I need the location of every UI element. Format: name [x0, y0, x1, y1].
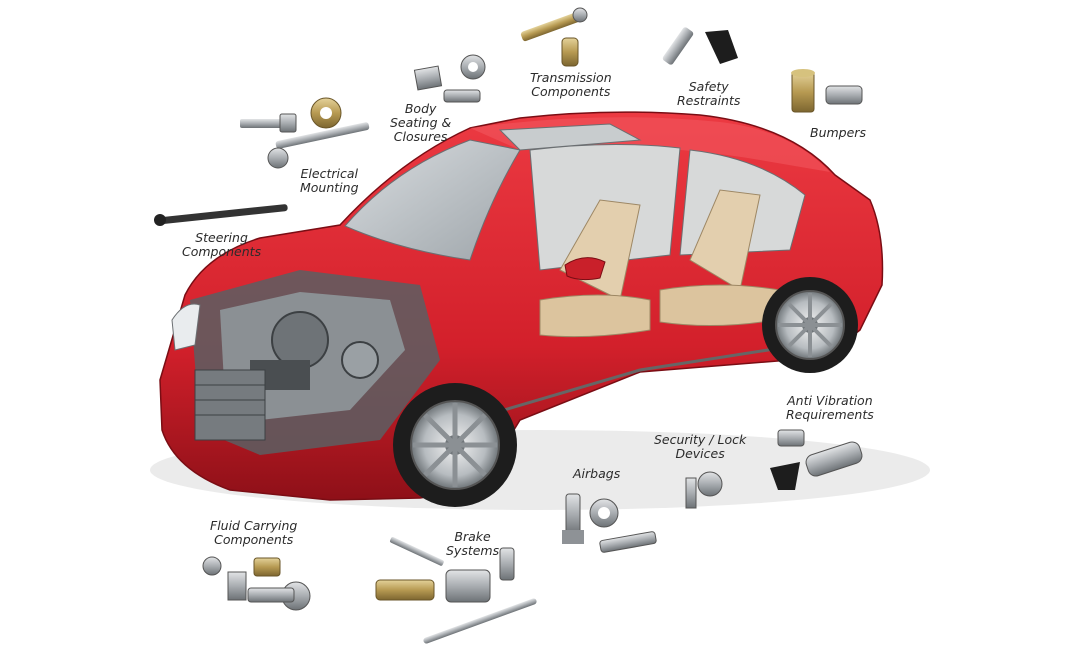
label-line: Systems	[446, 543, 500, 558]
label-line: Bumpers	[810, 125, 866, 140]
label-bumpers: Bumpers	[810, 126, 866, 140]
part-safety-studs	[662, 27, 738, 65]
part-electrical-bolt	[240, 97, 370, 169]
label-line: Components	[214, 532, 294, 547]
label-fluid-carrying-components: Fluid Carrying Components	[210, 519, 297, 547]
part-transmission-pins	[520, 7, 588, 67]
label-line: Safety	[688, 79, 729, 94]
label-line: Fluid Carrying	[210, 518, 298, 533]
label-line: Closures	[393, 129, 448, 144]
label-line: Components	[531, 84, 611, 99]
car-body	[159, 111, 884, 501]
front-wheel	[393, 383, 517, 507]
part-fluid-fittings	[202, 556, 311, 611]
label-line: Restraints	[677, 93, 741, 108]
part-antivibration	[770, 429, 863, 490]
part-brake-pins	[375, 537, 537, 644]
part-airbag-bolts	[562, 493, 657, 553]
label-line: Transmission	[530, 70, 612, 85]
label-transmission-components: Transmission Components	[530, 71, 612, 99]
label-line: Requirements	[786, 407, 874, 422]
label-line: Components	[182, 244, 262, 259]
label-line: Devices	[675, 446, 725, 461]
label-security-lock-devices: Security / Lock Devices	[654, 433, 746, 461]
label-steering-components: Steering Components	[182, 231, 261, 259]
label-line: Seating &	[390, 115, 452, 130]
label-line: Airbags	[573, 466, 621, 481]
part-bumper-rivnuts	[791, 69, 863, 113]
label-line: Steering	[195, 230, 248, 245]
label-line: Electrical	[300, 166, 358, 181]
part-body-nuts	[413, 54, 486, 103]
label-line: Body	[404, 101, 437, 116]
label-line: Brake	[454, 529, 491, 544]
part-security-lock	[685, 471, 723, 509]
rear-wheel	[762, 277, 858, 373]
label-line: Anti Vibration	[787, 393, 873, 408]
label-body-seating-closures: Body Seating & Closures	[390, 102, 451, 144]
label-airbags: Airbags	[573, 467, 620, 481]
label-line: Security / Lock	[654, 432, 747, 447]
part-steering-pin	[154, 204, 288, 226]
label-anti-vibration-requirements: Anti Vibration Requirements	[786, 394, 874, 422]
label-brake-systems: Brake Systems	[446, 530, 499, 558]
label-electrical-mounting: Electrical Mounting	[300, 167, 359, 195]
label-safety-restraints: Safety Restraints	[677, 80, 740, 108]
label-line: Mounting	[300, 180, 359, 195]
